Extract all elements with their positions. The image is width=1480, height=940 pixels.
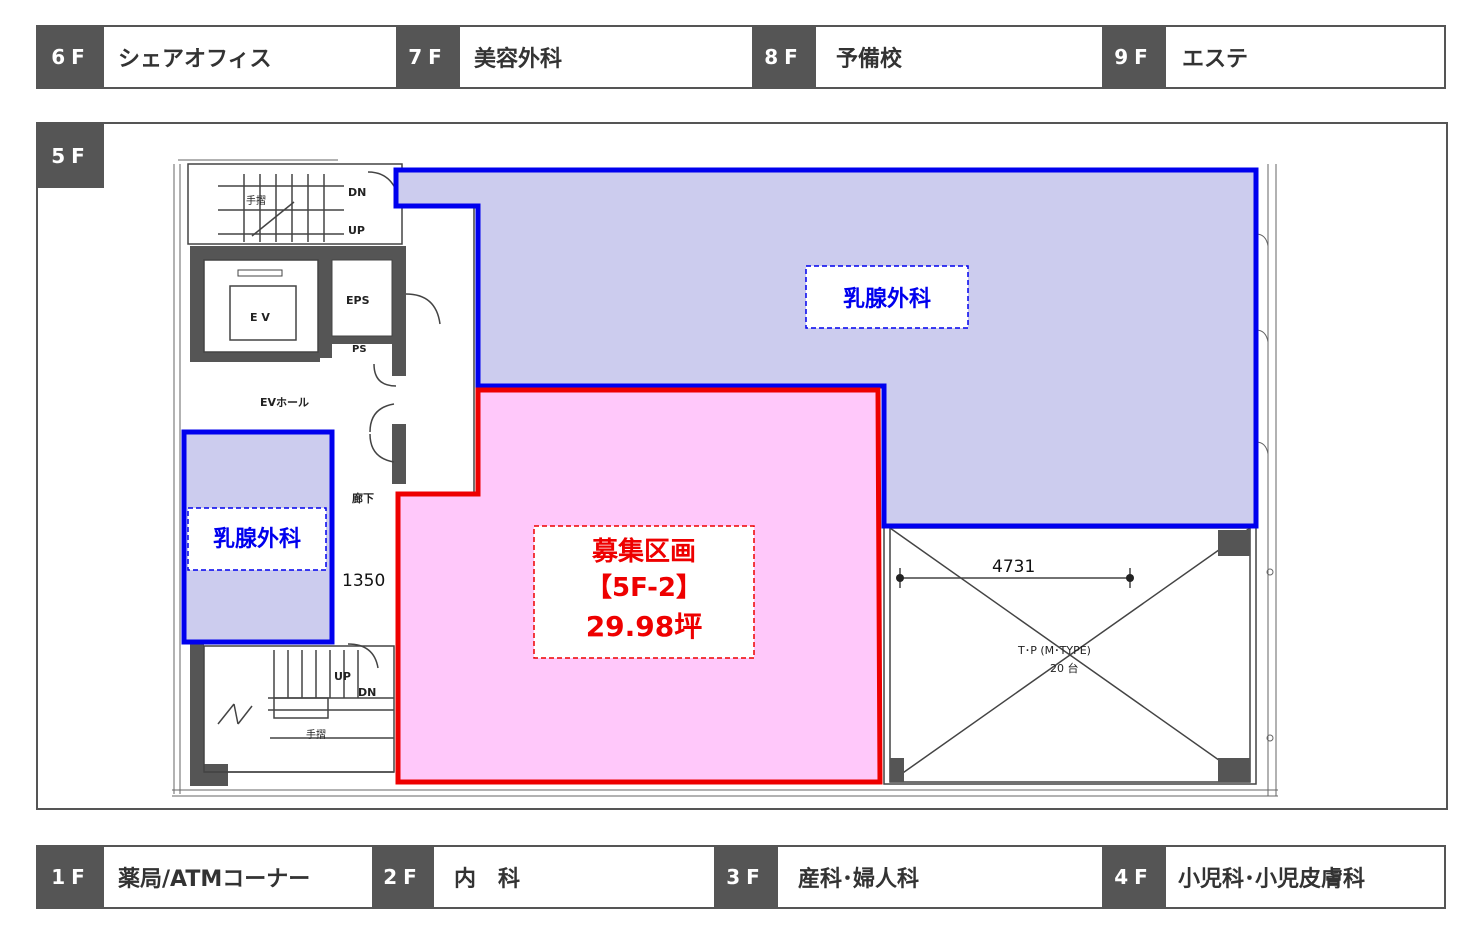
stair-bottom-up: UP xyxy=(334,670,351,683)
tenant-label-main: 乳腺外科 xyxy=(843,286,931,312)
parking-count: 20 台 xyxy=(1050,661,1079,675)
stair-top-handrail: 手摺 xyxy=(246,194,266,207)
tenant-area-main[interactable] xyxy=(393,167,1259,529)
floor-tag-2f: 2F xyxy=(372,847,434,907)
parking-corners xyxy=(890,530,1250,782)
floor-tenant-4f: 小児科･小児皮膚科 xyxy=(1178,867,1366,892)
stair-bottom-handrail: 手摺 xyxy=(306,728,326,741)
window-marks xyxy=(1255,233,1274,742)
floor-tag-4f: 4F xyxy=(1102,847,1166,907)
ev-label: E V xyxy=(250,311,270,324)
eps-label: EPS xyxy=(346,294,370,307)
floor-tenant-6f: シェアオフィス xyxy=(118,47,272,72)
core-walls xyxy=(190,246,406,786)
floor-tenant-1f: 薬局/ATMコーナー xyxy=(118,867,311,892)
floor-tag-5f: 5F xyxy=(38,124,104,188)
plan-outer-lines xyxy=(172,159,1278,797)
vacancy-area: 29.98坪 xyxy=(586,610,703,643)
dimension-1350: 1350 xyxy=(342,571,385,591)
floor-tag-9f: 9F xyxy=(1102,27,1166,87)
ev-hall-label: EVホール xyxy=(260,396,309,409)
stair-top-dn: DN xyxy=(348,186,366,199)
floor-tenant-7f: 美容外科 xyxy=(474,47,563,72)
floor-tenant-2f: 内 科 xyxy=(454,867,521,892)
dimension-4731: 4731 xyxy=(992,557,1035,577)
parking-label: T･P (M･TYPE) xyxy=(1017,644,1091,657)
floor-tag-1f: 1F xyxy=(38,847,104,907)
floor-tag-6f: 6F xyxy=(38,27,104,87)
corridor-label: 廊下 xyxy=(352,491,374,505)
lower-floors-directory: 1F 薬局/ATMコーナー 2F 内 科 3F 産科･婦人科 4F 小児科･小児… xyxy=(36,845,1446,909)
stair-top-up: UP xyxy=(348,224,365,237)
floor-tag-8f: 8F xyxy=(752,27,816,87)
tenant-label-small: 乳腺外科 xyxy=(213,526,301,552)
corridor-lines xyxy=(402,204,475,495)
floor-tag-3f: 3F xyxy=(714,847,778,907)
floor-tenant-9f: エステ xyxy=(1182,47,1249,72)
floor-tenant-8f: 予備校 xyxy=(836,47,903,72)
stair-bottom xyxy=(203,643,395,773)
stair-top xyxy=(187,163,403,245)
floor-plan-5f: 5F 手摺 DN UP xyxy=(36,122,1448,810)
stair-bottom-dn: DN xyxy=(358,686,376,699)
upper-floors-directory: 6F シェアオフィス 7F 美容外科 8F 予備校 9F エステ xyxy=(36,25,1446,89)
floor-plan-drawing: 手摺 DN UP E V EPS PS EVホール 廊下 1350 xyxy=(172,159,1278,797)
floor-tenant-3f: 産科･婦人科 xyxy=(798,867,920,892)
ps-label: PS xyxy=(352,344,367,355)
floor-tag-7f: 7F xyxy=(396,27,460,87)
vacancy-section: 【5F-2】 xyxy=(586,573,702,603)
vacancy-title: 募集区画 xyxy=(591,536,696,567)
